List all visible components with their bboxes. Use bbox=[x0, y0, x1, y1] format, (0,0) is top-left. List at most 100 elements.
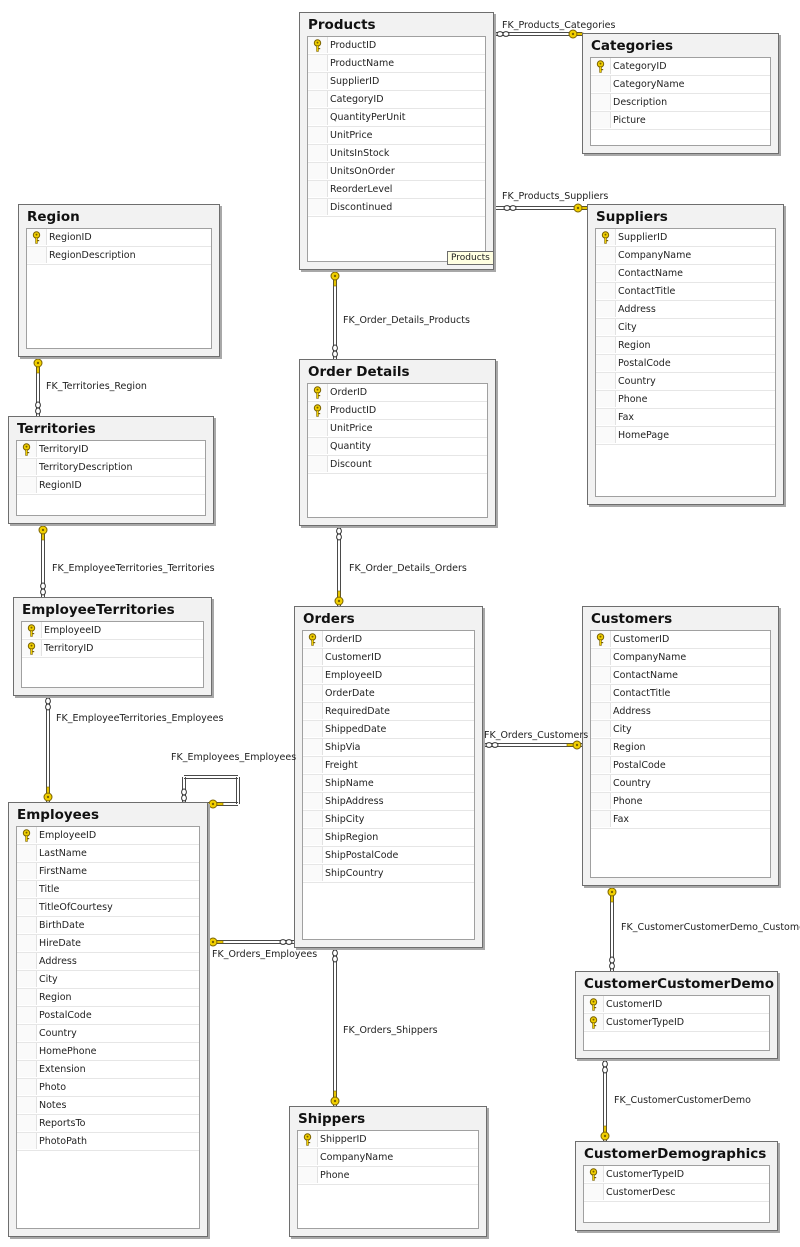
column-row[interactable]: Discount bbox=[308, 456, 487, 474]
row-selector[interactable] bbox=[591, 739, 611, 755]
row-selector[interactable] bbox=[27, 229, 47, 245]
column-row[interactable]: ShipAddress bbox=[303, 793, 474, 811]
column-row[interactable]: LastName bbox=[17, 845, 199, 863]
column-row[interactable]: OrderID bbox=[308, 384, 487, 402]
row-selector[interactable] bbox=[591, 631, 611, 647]
row-selector[interactable] bbox=[308, 37, 328, 53]
column-row[interactable]: CustomerTypeID bbox=[584, 1014, 769, 1032]
row-selector[interactable] bbox=[591, 811, 611, 827]
column-row[interactable]: TitleOfCourtesy bbox=[17, 899, 199, 917]
relationship-label[interactable]: FK_Products_Suppliers bbox=[502, 191, 609, 202]
column-row[interactable]: RegionDescription bbox=[27, 247, 211, 265]
row-selector[interactable] bbox=[17, 1097, 37, 1113]
column-row[interactable]: City bbox=[596, 319, 775, 337]
row-selector[interactable] bbox=[596, 373, 616, 389]
row-selector[interactable] bbox=[298, 1131, 318, 1147]
column-row[interactable]: Address bbox=[591, 703, 770, 721]
column-row[interactable]: SupplierID bbox=[308, 73, 485, 91]
column-row[interactable]: ContactName bbox=[591, 667, 770, 685]
row-selector[interactable] bbox=[308, 91, 328, 107]
column-row[interactable]: ContactTitle bbox=[591, 685, 770, 703]
row-selector[interactable] bbox=[591, 667, 611, 683]
row-selector[interactable] bbox=[17, 459, 37, 475]
column-row[interactable]: BirthDate bbox=[17, 917, 199, 935]
row-selector[interactable] bbox=[17, 1133, 37, 1149]
row-selector[interactable] bbox=[584, 1184, 604, 1200]
column-row[interactable]: ShipName bbox=[303, 775, 474, 793]
row-selector[interactable] bbox=[591, 76, 611, 92]
relationship-label[interactable]: FK_EmployeeTerritories_Employees bbox=[56, 713, 224, 724]
column-row[interactable]: Address bbox=[596, 301, 775, 319]
column-row[interactable]: Phone bbox=[591, 793, 770, 811]
column-row[interactable]: EmployeeID bbox=[17, 827, 199, 845]
column-row[interactable]: Country bbox=[591, 775, 770, 793]
column-row[interactable]: HomePhone bbox=[17, 1043, 199, 1061]
relationship-label[interactable]: FK_CustomerCustomerDemo bbox=[614, 1095, 751, 1106]
row-selector[interactable] bbox=[17, 441, 37, 457]
column-row[interactable]: QuantityPerUnit bbox=[308, 109, 485, 127]
column-row[interactable]: PhotoPath bbox=[17, 1133, 199, 1151]
table-title[interactable]: CustomerDemographics bbox=[584, 1146, 767, 1162]
relationship-label[interactable]: FK_CustomerCustomerDemo_Customers bbox=[621, 922, 800, 933]
row-selector[interactable] bbox=[17, 989, 37, 1005]
row-selector[interactable] bbox=[298, 1149, 318, 1165]
column-row[interactable]: Address bbox=[17, 953, 199, 971]
row-selector[interactable] bbox=[308, 199, 328, 215]
table-title[interactable]: Orders bbox=[303, 611, 355, 627]
row-selector[interactable] bbox=[303, 793, 323, 809]
row-selector[interactable] bbox=[303, 775, 323, 791]
column-row[interactable]: CustomerDesc bbox=[584, 1184, 769, 1202]
row-selector[interactable] bbox=[308, 73, 328, 89]
row-selector[interactable] bbox=[596, 301, 616, 317]
row-selector[interactable] bbox=[584, 996, 604, 1012]
column-row[interactable]: UnitsInStock bbox=[308, 145, 485, 163]
table-title[interactable]: Shippers bbox=[298, 1111, 366, 1127]
column-row[interactable]: CustomerID bbox=[584, 996, 769, 1014]
table-title[interactable]: Region bbox=[27, 209, 80, 225]
column-row[interactable]: HireDate bbox=[17, 935, 199, 953]
row-selector[interactable] bbox=[17, 1061, 37, 1077]
row-selector[interactable] bbox=[17, 1079, 37, 1095]
row-selector[interactable] bbox=[17, 1025, 37, 1041]
column-row[interactable]: TerritoryID bbox=[17, 441, 205, 459]
row-selector[interactable] bbox=[591, 685, 611, 701]
row-selector[interactable] bbox=[596, 409, 616, 425]
row-selector[interactable] bbox=[303, 631, 323, 647]
column-row[interactable]: ShipperID bbox=[298, 1131, 478, 1149]
row-selector[interactable] bbox=[591, 721, 611, 737]
column-row[interactable]: CustomerID bbox=[303, 649, 474, 667]
column-row[interactable]: ContactTitle bbox=[596, 283, 775, 301]
row-selector[interactable] bbox=[308, 181, 328, 197]
column-row[interactable]: City bbox=[17, 971, 199, 989]
column-row[interactable]: CategoryName bbox=[591, 76, 770, 94]
column-row[interactable]: ShipPostalCode bbox=[303, 847, 474, 865]
column-row[interactable]: Region bbox=[591, 739, 770, 757]
row-selector[interactable] bbox=[308, 456, 328, 472]
row-selector[interactable] bbox=[303, 703, 323, 719]
row-selector[interactable] bbox=[596, 283, 616, 299]
column-row[interactable]: ProductID bbox=[308, 37, 485, 55]
table-title[interactable]: EmployeeTerritories bbox=[22, 602, 175, 618]
row-selector[interactable] bbox=[22, 622, 42, 638]
row-selector[interactable] bbox=[308, 163, 328, 179]
row-selector[interactable] bbox=[303, 685, 323, 701]
column-row[interactable]: ProductName bbox=[308, 55, 485, 73]
column-row[interactable]: CustomerID bbox=[591, 631, 770, 649]
row-selector[interactable] bbox=[596, 427, 616, 443]
table-title[interactable]: Suppliers bbox=[596, 209, 668, 225]
row-selector[interactable] bbox=[22, 640, 42, 656]
relationship-label[interactable]: FK_Orders_Shippers bbox=[343, 1025, 438, 1036]
column-row[interactable]: Phone bbox=[298, 1167, 478, 1185]
row-selector[interactable] bbox=[596, 265, 616, 281]
column-row[interactable]: CompanyName bbox=[591, 649, 770, 667]
column-row[interactable]: ShipCountry bbox=[303, 865, 474, 883]
column-row[interactable]: CustomerTypeID bbox=[584, 1166, 769, 1184]
column-row[interactable]: Photo bbox=[17, 1079, 199, 1097]
row-selector[interactable] bbox=[303, 847, 323, 863]
row-selector[interactable] bbox=[303, 829, 323, 845]
